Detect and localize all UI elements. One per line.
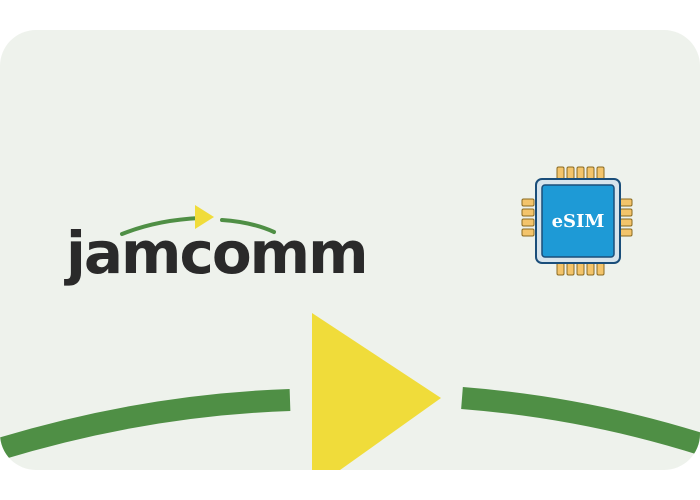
esim-chip: eSIM	[520, 163, 636, 279]
play-triangle-icon	[312, 313, 441, 470]
chip-icon	[521, 166, 633, 276]
right-arc	[461, 387, 700, 458]
logo-play-icon	[195, 205, 214, 229]
brand-logo: jamcomm	[62, 202, 369, 302]
logo-arc-icon	[120, 205, 276, 236]
chip-label: eSIM	[551, 210, 605, 232]
brand-name: jamcomm	[66, 219, 369, 287]
left-arc	[0, 389, 291, 463]
